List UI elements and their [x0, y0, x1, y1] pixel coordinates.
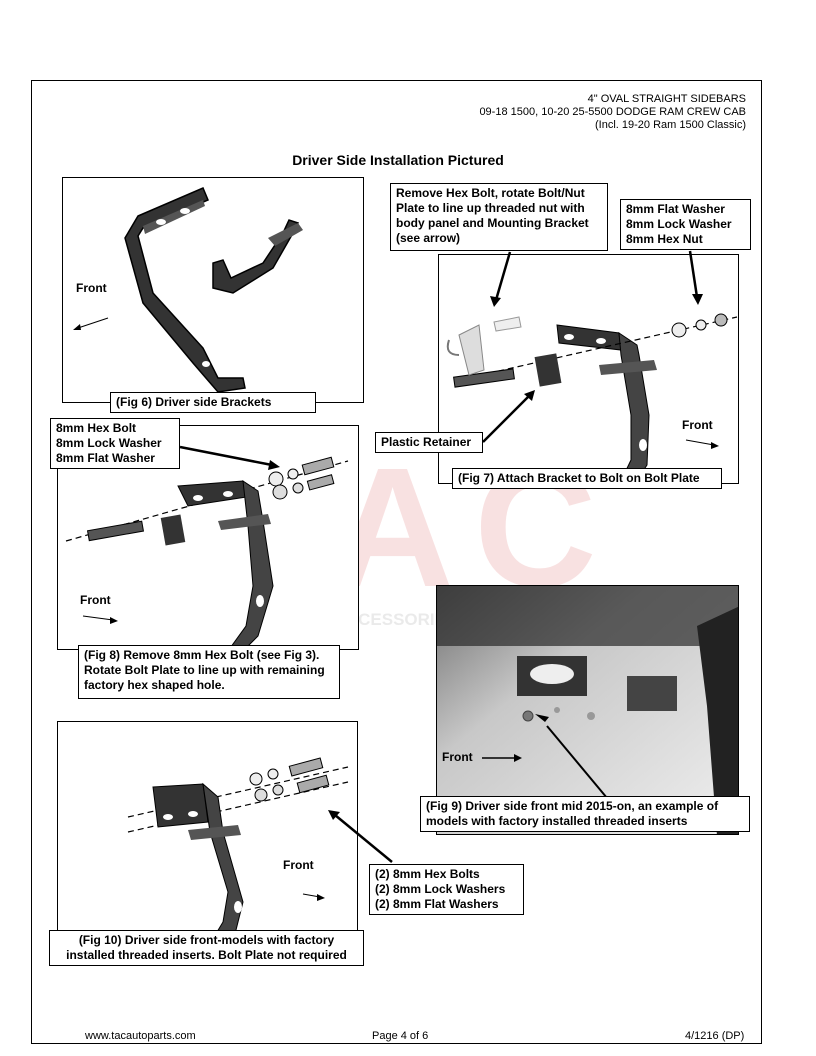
document-header: 4" OVAL STRAIGHT SIDEBARS 09-18 1500, 10… [479, 93, 746, 132]
page-border [31, 80, 762, 1044]
fig7-front-label: Front [682, 418, 713, 432]
fig9-photo-drawing [437, 586, 738, 834]
fig6-image: Front [62, 177, 364, 403]
fig8-hardware-item: 8mm Flat Washer [56, 451, 155, 465]
header-models-note: (Incl. 19-20 Ram 1500 Classic) [594, 119, 746, 131]
fig6-brackets-drawing [73, 187, 303, 393]
fig8-front-label: Front [80, 593, 111, 607]
header-models: 09-18 1500, 10-20 25-5500 DODGE RAM CREW… [479, 106, 746, 118]
fig7-hardware-item: 8mm Hex Nut [626, 232, 703, 246]
fig10-caption: (Fig 10) Driver side front-models with f… [49, 930, 364, 966]
page-title: Driver Side Installation Pictured [292, 152, 504, 168]
fig7-callout-retainer: Plastic Retainer [375, 432, 483, 453]
fig10-hardware-item: (2) 8mm Lock Washers [375, 882, 506, 896]
fig10-hardware-item: (2) 8mm Hex Bolts [375, 867, 480, 881]
fig9-caption: (Fig 9) Driver side front mid 2015-on, a… [420, 796, 750, 832]
fig7-callout-bolt: Remove Hex Bolt, rotate Bolt/Nut Plate t… [390, 183, 608, 251]
fig10-callout-hardware: (2) 8mm Hex Bolts (2) 8mm Lock Washers (… [369, 864, 524, 915]
fig10-hardware-item: (2) 8mm Flat Washers [375, 897, 499, 911]
fig7-hardware-item: 8mm Lock Washer [626, 217, 732, 231]
fig10-image: Front [57, 721, 358, 946]
fig7-callout-hardware: 8mm Flat Washer 8mm Lock Washer 8mm Hex … [620, 199, 751, 250]
fig8-hardware-item: 8mm Hex Bolt [56, 421, 137, 435]
fig10-assembly-drawing [127, 757, 349, 945]
fig8-assembly-drawing [65, 456, 349, 649]
fig8-callout-hardware: 8mm Hex Bolt 8mm Lock Washer 8mm Flat Wa… [50, 418, 180, 469]
fig6-caption: (Fig 6) Driver side Brackets [110, 392, 316, 413]
fig8-image: Front [57, 425, 359, 650]
fig8-caption: (Fig 8) Remove 8mm Hex Bolt (see Fig 3).… [78, 645, 340, 699]
footer-website: www.tacautoparts.com [85, 1030, 196, 1042]
fig8-hardware-item: 8mm Lock Washer [56, 436, 162, 450]
fig9-front-label: Front [442, 750, 473, 764]
footer-doc-code: 4/1216 (DP) [685, 1030, 745, 1042]
fig7-caption: (Fig 7) Attach Bracket to Bolt on Bolt P… [452, 468, 722, 489]
footer-page-number: Page 4 of 6 [372, 1030, 429, 1042]
fig7-hardware-item: 8mm Flat Washer [626, 202, 725, 216]
fig10-front-label: Front [283, 858, 314, 872]
fig7-assembly-drawing [446, 313, 738, 483]
header-product: 4" OVAL STRAIGHT SIDEBARS [587, 93, 746, 105]
fig7-image: Front [438, 254, 739, 484]
fig9-photo: Front [436, 585, 739, 835]
fig6-front-label: Front [76, 281, 107, 295]
